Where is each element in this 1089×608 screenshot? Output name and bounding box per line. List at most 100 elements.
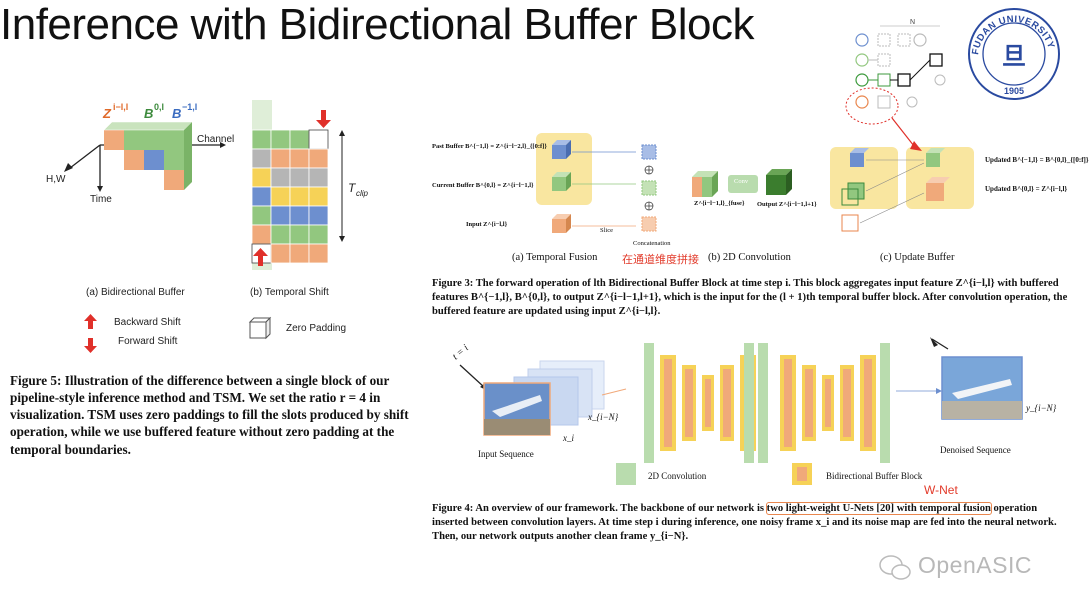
tsm-cell (289, 129, 310, 150)
tsm-cell (308, 243, 329, 264)
watermark-text: OpenASIC (918, 552, 1032, 578)
tsm-cell (251, 167, 272, 188)
input-cube (552, 214, 571, 233)
tsm-cell (308, 224, 329, 245)
fig3-sub-a: (a) Temporal Fusion (512, 252, 598, 263)
current-buffer-cube (552, 172, 571, 191)
fig4-x-i-n: x_{i−N} (588, 412, 619, 422)
fig4-denoised-sequence: Denoised Sequence (940, 445, 1011, 455)
tsm-cell (308, 186, 329, 207)
forward-shift-arrow (316, 110, 331, 128)
tsm-cell (270, 205, 291, 226)
wechat-icon (879, 555, 911, 580)
fig5-diagram: Z i−l,l B 0,l B −1,l Channel H,W Time (46, 100, 369, 270)
fig3-updated-b1: Updated B^{−1,l} = B^{0,l}_{[0:f]} (985, 156, 1089, 164)
backward-shift-arrow (253, 248, 268, 266)
legend-conv-swatch (616, 463, 636, 485)
label-z-sup: i−l,l (113, 102, 128, 112)
fig5-sub-b: (b) Temporal Shift (250, 287, 329, 298)
fig3-sub-c: (c) Update Buffer (880, 252, 955, 263)
svg-text:旦: 旦 (1002, 43, 1026, 70)
tsm-cell (289, 205, 310, 226)
fig4-annotation: W-Net (924, 483, 958, 497)
zero-padding-cube-icon (248, 316, 272, 340)
fig3-updated-b0: Updated B^{0,l} = Z^{i−l,l} (985, 185, 1068, 193)
fig3-past-buffer: Past Buffer B^{−1,l} = Z^{i−l−2,l}_{[0:f… (432, 143, 547, 150)
label-time: Time (90, 194, 112, 205)
fudan-university-logo: FUDAN UNIVERSITY 旦 1905 (968, 8, 1060, 100)
label-z: Z (102, 106, 112, 121)
fig3-output: Output Z^{i−l−1,l+1} (757, 201, 817, 208)
label-tclip-sub: clip (356, 189, 369, 198)
fig4-input-sequence: Input Sequence (478, 449, 534, 459)
fig4-caption-highlight: two light-weight U-Nets [20] with tempor… (765, 502, 992, 515)
tsm-cell (270, 186, 291, 207)
tsm-cell (289, 167, 310, 188)
fused-cube (692, 171, 718, 197)
unet-2 (780, 343, 890, 463)
buffer-cubes (103, 121, 193, 190)
fig3-annotation: 在通道维度拼接 (622, 253, 699, 266)
output-frame (941, 356, 1023, 420)
tsm-cell (251, 224, 272, 245)
fig3-input: Input Z^{i−l,l} (466, 221, 508, 228)
output-cube (766, 169, 792, 195)
tsm-cell (251, 129, 272, 150)
fig3-slice: Slice (600, 227, 613, 234)
tsm-cell (270, 243, 291, 264)
legend-zero-padding: Zero Padding (286, 323, 347, 334)
figure-3-caption: Figure 3: The forward operation of lth B… (432, 278, 1068, 317)
tsm-cells (251, 129, 329, 264)
legend-backward-shift: Backward Shift (114, 317, 181, 328)
tsm-cell (308, 167, 329, 188)
fig3-concatenation: Concatenation (633, 240, 671, 247)
figure-5-caption: Figure 5: Illustration of the difference… (10, 373, 409, 457)
label-b1-sup: −1,l (182, 102, 197, 112)
fig3-sub-b: (b) 2D Convolution (708, 252, 791, 263)
tsm-cell (289, 224, 310, 245)
lattice-graph: N (845, 19, 946, 147)
label-hw: H,W (46, 174, 66, 185)
fig4-legend-bbb: Bidirectional Buffer Block (826, 471, 923, 481)
fig5-sub-a: (a) Bidirectional Buffer (86, 287, 185, 298)
figure-5: Z i−l,l B 0,l B −1,l Channel H,W Time (0, 90, 430, 470)
fig4-caption-post: operation inserted between convolution l… (432, 503, 1057, 542)
fig3-current-buffer: Current Buffer B^{0,l} = Z^{i−l−1,l} (432, 182, 534, 189)
label-b1: B (172, 106, 181, 121)
page-title: Inference with Bidirectional Buffer Bloc… (0, 0, 754, 49)
label-b0: B (144, 106, 153, 121)
tsm-cell (289, 243, 310, 264)
tsm-cell (251, 148, 272, 169)
tsm-cell (308, 205, 329, 226)
logo-year: 1905 (1004, 86, 1024, 96)
tsm-cell (270, 129, 291, 150)
tsm-cell (251, 186, 272, 207)
label-channel: Channel (197, 134, 234, 145)
fig4-y-i-n: y_{i−N} (1026, 403, 1057, 413)
tsm-cell (308, 148, 329, 169)
label-b0-sup: 0,l (154, 102, 164, 112)
tsm-cell (289, 186, 310, 207)
past-buffer-cube (552, 140, 571, 159)
tsm-cell (308, 129, 329, 150)
unet-1 (644, 343, 768, 463)
conv-box (728, 175, 758, 193)
graph-n-label: N (910, 19, 915, 26)
legend-forward-shift: Forward Shift (118, 336, 178, 347)
figure-4-diagram (459, 337, 1023, 485)
fig4-caption-pre: Figure 4: An overview of our framework. … (432, 503, 767, 514)
tsm-cell (270, 224, 291, 245)
label-tclip: T (348, 181, 357, 195)
figure-4-caption: Figure 4: An overview of our framework. … (432, 502, 1074, 543)
input-frames (483, 360, 605, 436)
tsm-cell (289, 148, 310, 169)
figure-3-diagram (536, 133, 974, 233)
tsm-cell (270, 167, 291, 188)
tsm-cell (251, 205, 272, 226)
fig3-zfuse: Z^{i−l−1,l}_{fuse} (694, 200, 745, 207)
fig4-legend-conv: 2D Convolution (648, 471, 707, 481)
fig4-x-i: x_i (563, 433, 574, 443)
tsm-cell (270, 148, 291, 169)
fig3-conv: Conv (734, 178, 749, 185)
legend-arrows (84, 314, 97, 353)
